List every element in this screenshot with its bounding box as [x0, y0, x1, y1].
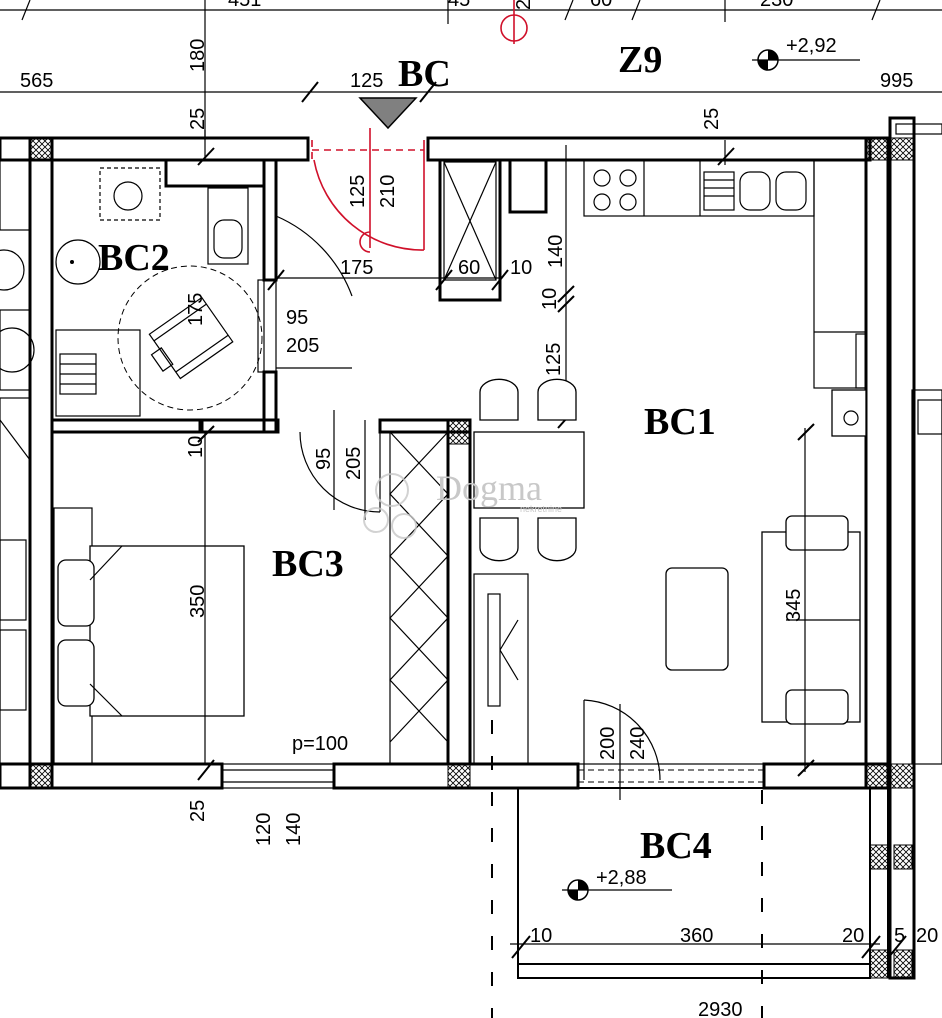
dim-140-window: 140 — [283, 813, 305, 846]
dim-120: 120 — [253, 813, 275, 846]
dim-175-hall: 175 — [340, 257, 373, 279]
dim-350: 350 — [187, 585, 209, 618]
dim-25-left: 25 — [187, 108, 209, 130]
bathroom-label: BC2 — [98, 237, 170, 279]
dining-set — [473, 378, 585, 562]
hall-ticks — [267, 145, 575, 429]
dim-terrace-5: 5 — [894, 925, 905, 947]
bedroom-label: BC3 — [272, 543, 344, 585]
entry-triangle-icon — [358, 97, 418, 130]
living-label: BC1 — [644, 401, 716, 443]
top-dimension-lines — [0, 0, 942, 166]
dim-10-bed: 10 — [185, 436, 207, 458]
dim-451: 451 — [228, 0, 261, 11]
watermark-brand: Dogma — [436, 468, 542, 508]
balcony-door — [577, 699, 765, 800]
entry-wardrobe — [443, 161, 497, 281]
terrace-label: BC4 — [640, 825, 712, 867]
level-marker-corridor-icon — [752, 49, 860, 71]
tv-unit — [473, 573, 529, 1018]
dim-terrace-20b: 20 — [916, 925, 938, 947]
kitchen-units — [583, 159, 867, 437]
dim-360: 360 — [680, 925, 713, 947]
dim-345: 345 — [783, 589, 805, 622]
dim-2: 2 — [513, 0, 535, 10]
neighbour-fixtures — [0, 159, 942, 765]
level-marker-terrace-icon — [562, 879, 672, 901]
level-terrace: +2,88 — [596, 867, 647, 889]
dim-p100: p=100 — [292, 733, 348, 755]
bedroom-furniture — [53, 410, 449, 789]
dim-door-125: 125 — [347, 175, 369, 208]
dim-terrace-20a: 20 — [842, 925, 864, 947]
entrance-marker — [500, 0, 528, 44]
dim-205-bath: 205 — [286, 335, 319, 357]
level-corridor: +2,92 — [786, 35, 837, 57]
entry-door — [276, 128, 500, 279]
dim-10: 10 — [510, 257, 532, 279]
dim-60: 60 — [458, 257, 480, 279]
dim-95-bath: 95 — [286, 307, 308, 329]
dim-2930: 2930 — [698, 999, 743, 1018]
dim-125: 125 — [543, 343, 565, 376]
dim-125-entry: 125 — [350, 70, 383, 92]
dim-240: 240 — [627, 727, 649, 760]
watermark-sub: nekretnine — [520, 504, 562, 514]
bathroom-fixtures — [55, 167, 353, 417]
sofa-set — [665, 423, 861, 777]
dim-180: 180 — [187, 39, 209, 72]
dim-25-bottom: 25 — [187, 800, 209, 822]
dim-230: 230 — [760, 0, 793, 11]
unit-label: BC — [398, 53, 451, 95]
dim-565: 565 — [20, 70, 53, 92]
dim-140: 140 — [545, 235, 567, 268]
dim-175-circle: 175 — [185, 293, 207, 326]
watermark-logo — [363, 473, 417, 539]
dim-10-vert: 10 — [539, 288, 561, 310]
dim-45: 45 — [448, 0, 470, 11]
dim-terrace-10: 10 — [530, 925, 552, 947]
dim-25-right: 25 — [701, 108, 723, 130]
corridor-label: Z9 — [618, 39, 662, 81]
terrace-lines — [510, 790, 907, 1018]
dim-200: 200 — [597, 727, 619, 760]
dim-995: 995 — [880, 70, 913, 92]
dim-205-bed: 205 — [343, 447, 365, 480]
dim-door-210: 210 — [377, 175, 399, 208]
dim-95-bed: 95 — [313, 448, 335, 470]
dim-60: 60 — [590, 0, 612, 11]
